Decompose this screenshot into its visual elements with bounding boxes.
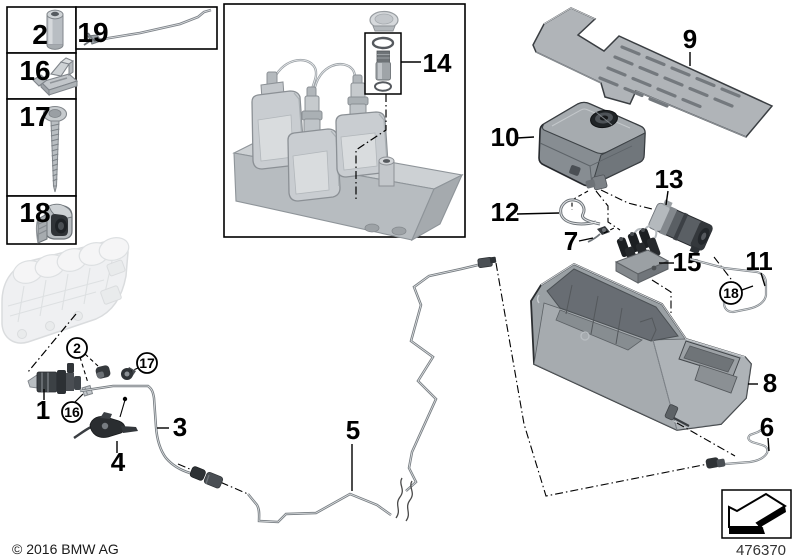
callout-11[interactable]: 11 — [745, 246, 773, 276]
module-detail-box[interactable] — [223, 3, 466, 242]
leader-line-13 — [665, 190, 669, 206]
legend-label-18[interactable]: 18 — [19, 197, 50, 228]
fuel-pipe-5-icon — [247, 262, 483, 524]
legend-box-16[interactable]: 16 — [6, 52, 79, 100]
circled-label-17: 17 — [139, 355, 155, 371]
retaining-clip-icon — [32, 57, 79, 97]
pipe-break-marks — [395, 477, 413, 522]
cover-panel-icon — [532, 7, 774, 138]
callout-8[interactable]: 8 — [763, 368, 777, 398]
fuel-line-3-icon — [79, 384, 191, 475]
leader-dash-c2b — [84, 353, 99, 367]
pipe-6-fitting-icon — [705, 457, 726, 469]
callout-3[interactable]: 3 — [173, 412, 187, 442]
callout-14[interactable]: 14 — [423, 48, 452, 78]
leader-line-10 — [516, 136, 535, 139]
callout-15[interactable]: 15 — [673, 247, 702, 277]
part-14-detail-box[interactable] — [364, 32, 402, 95]
leader-line-12 — [516, 212, 560, 215]
circled-callout-16[interactable]: 16 — [61, 401, 83, 423]
legend-label-19[interactable]: 19 — [77, 17, 108, 48]
callout-10[interactable]: 10 — [491, 122, 520, 152]
leader-dashdot-tank-pump — [600, 189, 653, 210]
copyright-text: © 2016 BMW AG — [12, 541, 119, 557]
leader-dash-c17 — [130, 367, 139, 372]
housing-icon — [530, 262, 752, 431]
leader-line-6 — [767, 437, 770, 452]
callout-13[interactable]: 13 — [655, 164, 684, 194]
legend-label-16[interactable]: 16 — [19, 55, 50, 86]
leader-dashdot-housing-6 — [676, 422, 736, 457]
pump-icon — [648, 199, 713, 255]
legend-box-18[interactable]: 18 — [6, 195, 77, 245]
legend-box-2-frame — [6, 6, 77, 54]
legend-label-2[interactable]: 2 — [32, 19, 48, 50]
leader-dashdot-manifold — [27, 313, 77, 373]
module-canister-right-icon — [335, 74, 389, 178]
valve-block-icon — [614, 225, 670, 284]
dipstick-rod-icon — [83, 8, 212, 46]
pipe-6-icon — [724, 428, 769, 466]
leader-line-7 — [578, 237, 594, 242]
callout-6[interactable]: 6 — [760, 412, 774, 442]
leader-line-dot4 — [119, 399, 126, 418]
callout-12[interactable]: 12 — [491, 197, 520, 227]
circled-label-2: 2 — [73, 340, 81, 356]
circled-callout-18[interactable]: 18 — [719, 281, 743, 305]
leader-line-c16 — [74, 393, 84, 403]
direction-arrow-icon — [728, 492, 787, 534]
connector-7-icon — [587, 226, 610, 243]
grommet-icon — [121, 367, 136, 380]
leader-dashdot-axis — [495, 262, 709, 497]
leader-dash-c2a — [79, 356, 89, 384]
leader-line-11 — [760, 272, 766, 287]
direction-indicator-box — [721, 489, 792, 539]
legend-box-2[interactable]: 2 — [6, 6, 77, 54]
fluid-tank-icon — [538, 101, 646, 191]
leader-dashdot-tank-block — [595, 190, 621, 231]
leader-dashdot-14 — [355, 94, 387, 199]
holder-clamp-icon — [35, 203, 73, 244]
leader-dash-7 — [603, 227, 615, 234]
line-connector-icon — [189, 466, 224, 489]
module-outlet-stub-icon — [378, 156, 395, 187]
legend-box-19[interactable]: 19 — [75, 6, 218, 50]
rubber-mount-icon — [95, 365, 111, 379]
circled-callout-17[interactable]: 17 — [136, 352, 158, 374]
spacer-sleeve-icon — [46, 9, 64, 50]
attachment-dot — [122, 396, 128, 402]
leader-line-c18 — [741, 285, 754, 291]
screw-icon — [42, 105, 68, 193]
callout-7[interactable]: 7 — [564, 226, 578, 256]
sealing-cap-icon — [369, 10, 399, 32]
legend-label-17[interactable]: 17 — [19, 101, 50, 132]
intake-manifold-ghost — [1, 237, 130, 344]
circled-callout-2[interactable]: 2 — [66, 337, 88, 359]
legend-box-17[interactable]: 17 — [6, 98, 77, 197]
circled-label-18: 18 — [723, 285, 739, 301]
seal-kit-icon — [371, 36, 395, 92]
diagram-number: 476370 — [736, 542, 786, 559]
callout-5[interactable]: 5 — [346, 415, 360, 445]
callout-4[interactable]: 4 — [111, 447, 126, 477]
circled-label-16: 16 — [64, 404, 80, 420]
hose-loop-icon — [559, 198, 601, 226]
pipe-5-fitting-icon — [477, 256, 497, 269]
injector-icon — [27, 363, 81, 394]
callout-9[interactable]: 9 — [683, 24, 697, 54]
pipe-11-icon — [689, 257, 768, 314]
module-canister-middle-icon — [287, 86, 341, 202]
bracket-icon — [73, 412, 138, 439]
callout-1[interactable]: 1 — [36, 395, 50, 425]
leader-dashdot-pump — [713, 256, 735, 284]
